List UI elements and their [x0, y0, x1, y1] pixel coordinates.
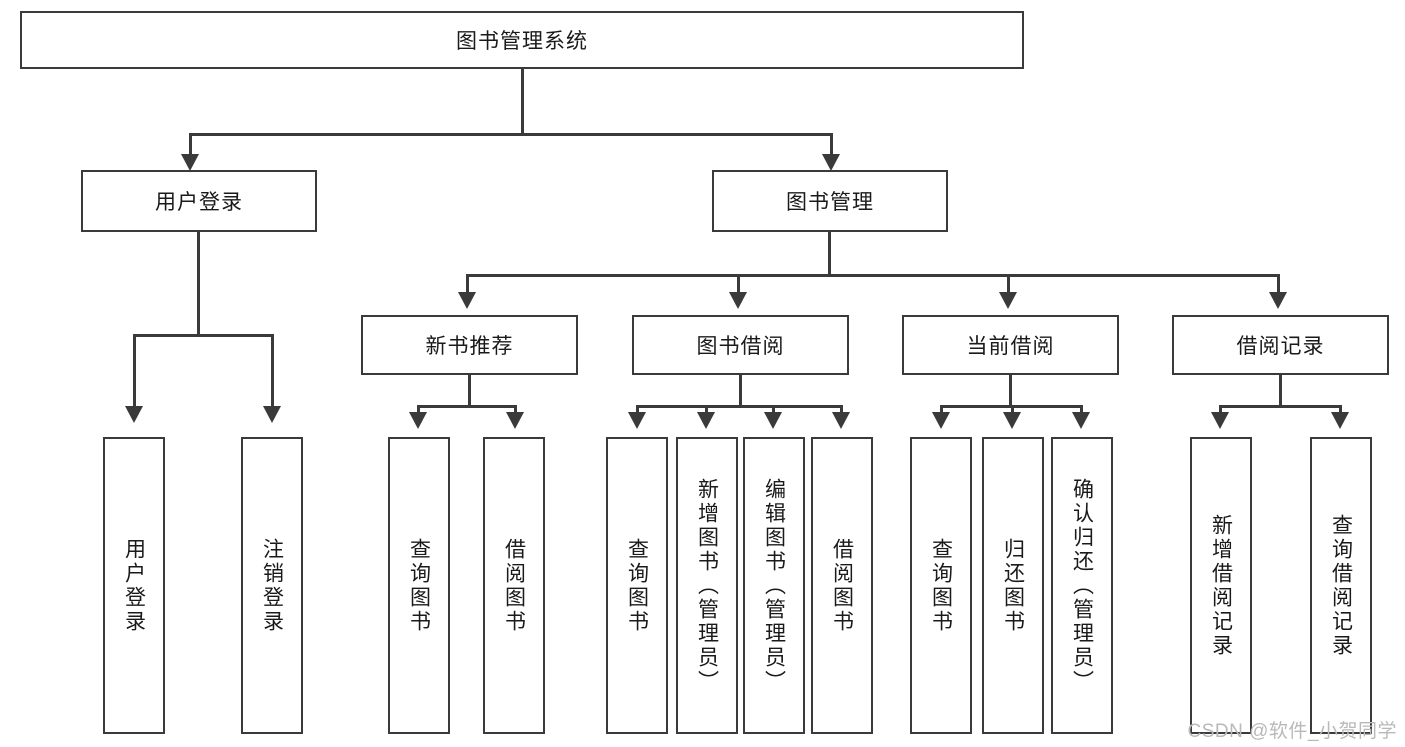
node-leaf-query-book-borrowing[interactable]: 查询图书	[606, 437, 668, 734]
edge-user-login-bus	[133, 334, 274, 337]
edge-book-mgmt-bus	[466, 274, 1280, 277]
arrow-book-borrow-to-leaf3	[764, 412, 782, 429]
edge-new-book-rec-to-leaf1	[417, 405, 420, 414]
leaf-label: 查询图书	[929, 537, 953, 634]
node-leaf-add-book-admin[interactable]: 新增图书（管理员）	[676, 437, 738, 734]
edge-current-borrow-stem	[1009, 375, 1012, 408]
edge-user-login-to-leaf1	[133, 334, 136, 410]
arrow-root-to-book-mgmt	[822, 154, 840, 171]
leaf-label: 用户登录	[122, 537, 146, 634]
edge-current-borrow-to-leaf2	[1011, 405, 1014, 414]
edge-root-bus	[189, 133, 833, 136]
node-current-borrowing[interactable]: 当前借阅	[902, 315, 1119, 375]
node-leaf-borrow-book-borrowing[interactable]: 借阅图书	[811, 437, 873, 734]
node-leaf-confirm-return-admin[interactable]: 确认归还（管理员）	[1051, 437, 1113, 734]
leaf-label: 查询图书	[625, 537, 649, 634]
arrow-current-borrow-to-leaf2	[1003, 412, 1021, 429]
edge-user-login-to-leaf2	[271, 334, 274, 410]
edge-root-to-book-mgmt	[830, 133, 833, 158]
edge-book-borrow-stem	[739, 375, 742, 408]
arrow-book-mgmt-to-new-book-rec	[458, 292, 476, 309]
leaf-label: 注销登录	[260, 537, 284, 634]
node-leaf-query-borrowing-record[interactable]: 查询借阅记录	[1310, 437, 1372, 734]
arrow-new-book-rec-to-leaf2	[506, 412, 524, 429]
leaf-label: 查询图书	[407, 537, 431, 634]
edge-borrow-record-bus	[1219, 405, 1341, 408]
arrow-book-mgmt-to-current-borrow	[999, 292, 1017, 309]
edge-current-borrow-to-leaf1	[940, 405, 943, 414]
leaf-label: 借阅图书	[830, 537, 854, 634]
edge-root-stem	[521, 69, 524, 135]
node-leaf-user-logout[interactable]: 注销登录	[241, 437, 303, 734]
node-book-borrowing[interactable]: 图书借阅	[632, 315, 849, 375]
node-leaf-return-book[interactable]: 归还图书	[982, 437, 1044, 734]
arrow-user-login-to-leaf2	[263, 406, 281, 423]
arrow-book-mgmt-to-book-borrow	[729, 292, 747, 309]
edge-borrow-record-to-leaf2	[1339, 405, 1342, 414]
edge-current-borrow-to-leaf3	[1080, 405, 1083, 414]
edge-new-book-rec-bus	[417, 405, 517, 408]
edge-root-to-user-login	[189, 133, 192, 158]
arrow-book-mgmt-to-borrow-record	[1269, 292, 1287, 309]
arrow-book-borrow-to-leaf4	[832, 412, 850, 429]
node-leaf-query-book-recommendation[interactable]: 查询图书	[388, 437, 450, 734]
arrow-root-to-user-login	[181, 154, 199, 171]
leaf-label: 新增图书（管理员）	[695, 477, 719, 694]
edge-book-borrow-to-leaf2	[705, 405, 708, 414]
leaf-label: 归还图书	[1001, 537, 1025, 634]
edge-book-mgmt-to-book-borrow	[737, 274, 740, 295]
arrow-current-borrow-to-leaf3	[1072, 412, 1090, 429]
edge-new-book-rec-stem	[468, 375, 471, 408]
leaf-label: 借阅图书	[502, 537, 526, 634]
arrow-user-login-to-leaf1	[125, 406, 143, 423]
leaf-label: 编辑图书（管理员）	[762, 477, 786, 694]
edge-book-mgmt-to-borrow-record	[1277, 274, 1280, 295]
node-book-management[interactable]: 图书管理	[712, 170, 948, 232]
arrow-borrow-record-to-leaf1	[1211, 412, 1229, 429]
edge-user-login-stem	[197, 232, 200, 337]
node-leaf-borrow-book-recommendation[interactable]: 借阅图书	[483, 437, 545, 734]
edge-book-borrow-to-leaf4	[840, 405, 843, 414]
edge-book-mgmt-stem	[828, 232, 831, 277]
edge-book-mgmt-to-new-book-rec	[466, 274, 469, 295]
node-root-book-management-system[interactable]: 图书管理系统	[20, 11, 1024, 69]
edge-book-borrow-to-leaf3	[772, 405, 775, 414]
arrow-new-book-rec-to-leaf1	[409, 412, 427, 429]
leaf-label: 查询借阅记录	[1329, 513, 1353, 658]
leaf-label: 新增借阅记录	[1209, 513, 1233, 658]
node-new-book-recommendation[interactable]: 新书推荐	[361, 315, 578, 375]
watermark: CSDN @软件_小贺同学	[1187, 721, 1397, 742]
arrow-book-borrow-to-leaf1	[628, 412, 646, 429]
node-user-login[interactable]: 用户登录	[81, 170, 317, 232]
node-leaf-edit-book-admin[interactable]: 编辑图书（管理员）	[743, 437, 805, 734]
arrow-current-borrow-to-leaf1	[932, 412, 950, 429]
node-leaf-query-book-current[interactable]: 查询图书	[910, 437, 972, 734]
edge-book-borrow-to-leaf1	[636, 405, 639, 414]
node-leaf-user-login[interactable]: 用户登录	[103, 437, 165, 734]
edge-new-book-rec-to-leaf2	[514, 405, 517, 414]
node-borrowing-record[interactable]: 借阅记录	[1172, 315, 1389, 375]
arrow-book-borrow-to-leaf2	[697, 412, 715, 429]
edge-book-mgmt-to-current-borrow	[1007, 274, 1010, 295]
edge-book-borrow-bus	[636, 405, 842, 408]
arrow-borrow-record-to-leaf2	[1331, 412, 1349, 429]
edge-borrow-record-stem	[1279, 375, 1282, 408]
edge-current-borrow-bus	[940, 405, 1080, 408]
edge-borrow-record-to-leaf1	[1219, 405, 1222, 414]
node-leaf-add-borrowing-record[interactable]: 新增借阅记录	[1190, 437, 1252, 734]
leaf-label: 确认归还（管理员）	[1070, 477, 1094, 694]
